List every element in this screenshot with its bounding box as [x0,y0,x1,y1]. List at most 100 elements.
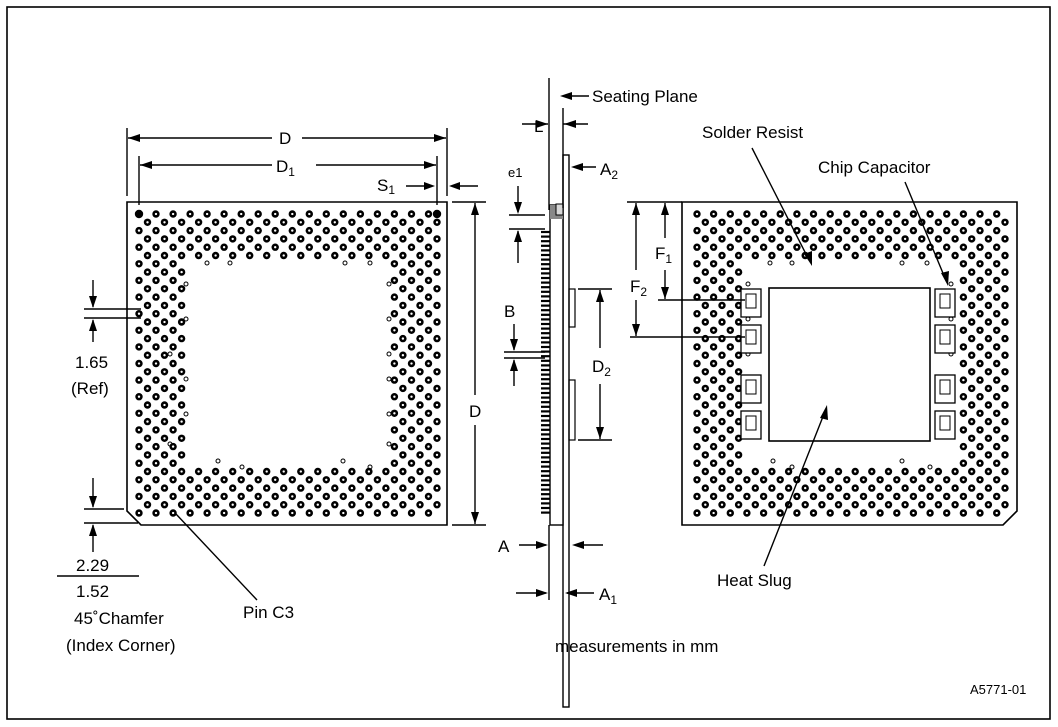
inner-pin [899,260,905,266]
pin-c3-label: Pin C3 [243,603,294,622]
seating-plane-callout: Seating Plane [548,78,698,210]
chip-capacitor [740,288,762,318]
pin-c3-callout: Pin C3 [175,513,294,622]
lid-cap [555,203,564,216]
inner-pin [789,260,795,266]
chip-capacitors [740,288,956,440]
heat-slug-label: Heat Slug [717,571,792,590]
inner-pin [215,458,221,464]
inner-pin [386,281,392,287]
pin-side-view [126,201,448,526]
dim-e1: e1 [508,165,545,263]
inner-pin [386,376,392,382]
chamfer-bottom: 1.52 [76,582,109,601]
heat-slug-callout: Heat Slug [717,405,828,590]
inner-pin [340,458,346,464]
figure-id: A5771-01 [970,682,1026,697]
solder-resist-callout: Solder Resist [702,123,812,266]
inner-pin [899,458,905,464]
dim-ref-165: 1.65 (Ref) [71,280,141,398]
inner-pin [386,351,392,357]
inner-pin [386,316,392,322]
side-view [541,154,576,708]
chip-capacitor [740,374,762,404]
dim-a1-label: A1 [599,585,617,607]
ref-value: 1.65 [75,353,108,372]
dim-l-label: L [534,117,543,136]
dim-f2-label: F2 [630,277,647,299]
component-bump [568,379,576,441]
dim-b: B [504,302,545,386]
component-bump [568,288,576,328]
dim-a2: A2 [571,160,618,182]
chip-capacitor-callout: Chip Capacitor [818,158,949,286]
inner-pin [770,458,776,464]
dim-a1: A1 [516,585,617,607]
dim-d-top: D [126,128,448,196]
corner-pin [134,209,144,219]
chamfer-top: 2.29 [76,556,109,575]
top-side-view [681,201,1018,526]
inner-pin [367,464,373,470]
chip-capacitor [934,324,956,354]
dim-b-label: B [504,302,515,321]
pin-side-outline [126,201,448,526]
inner-pin [167,441,173,447]
inner-pin [767,260,773,266]
heat-slug [768,287,931,442]
side-pins [541,230,550,514]
dim-a2-label: A2 [600,160,618,182]
ref-note: (Ref) [71,379,109,398]
inner-pin [342,260,348,266]
dim-d1: D1 [138,156,438,205]
inner-pin [183,411,189,417]
inner-pin [367,260,373,266]
inner-pin [948,281,954,287]
pin-grid [135,210,441,517]
dim-f1-label: F1 [655,244,672,266]
dim-e1-label: e1 [508,165,522,180]
inner-pin [927,464,933,470]
inner-pin [239,464,245,470]
dim-f1-f2: F1 F2 [627,201,745,338]
corner-pin [432,209,442,219]
inner-pin [386,441,392,447]
dim-chamfer: 2.29 1.52 45˚Chamfer (Index Corner) [57,478,176,655]
dim-d2-label: D2 [592,357,611,379]
chip-capacitor [740,410,762,440]
inner-pin [924,260,930,266]
inner-pin [183,281,189,287]
inner-pin [227,260,233,266]
dim-a: A [498,525,603,600]
figure-border [6,6,1051,720]
dim-s1: S1 [377,176,478,197]
package-body [549,204,564,526]
chamfer-label: 45˚Chamfer [74,609,164,628]
inner-pin [386,411,392,417]
chip-capacitor [934,374,956,404]
seating-plane-label: Seating Plane [592,87,698,106]
chip-capacitor [740,324,762,354]
dim-l: L [522,108,588,208]
dim-d2: D2 [578,288,612,441]
inner-pin [204,260,210,266]
substrate-edge [562,154,570,708]
solder-resist-label: Solder Resist [702,123,803,142]
right-pin-grid [693,210,1009,517]
inner-pin [183,376,189,382]
dim-d-label: D [279,129,291,148]
chip-capacitor [934,288,956,318]
inner-pin [745,281,751,287]
inner-pin [789,464,795,470]
dim-s1-label: S1 [377,176,395,197]
measurements-note: measurements in mm [555,637,718,656]
inner-pin [183,316,189,322]
chip-capacitor [934,410,956,440]
chip-capacitor-label: Chip Capacitor [818,158,931,177]
dim-a-label: A [498,537,510,556]
dim-d1-label: D1 [276,157,295,179]
dim-d-vertical: D [452,201,486,526]
dim-d-vertical-label: D [469,402,481,421]
